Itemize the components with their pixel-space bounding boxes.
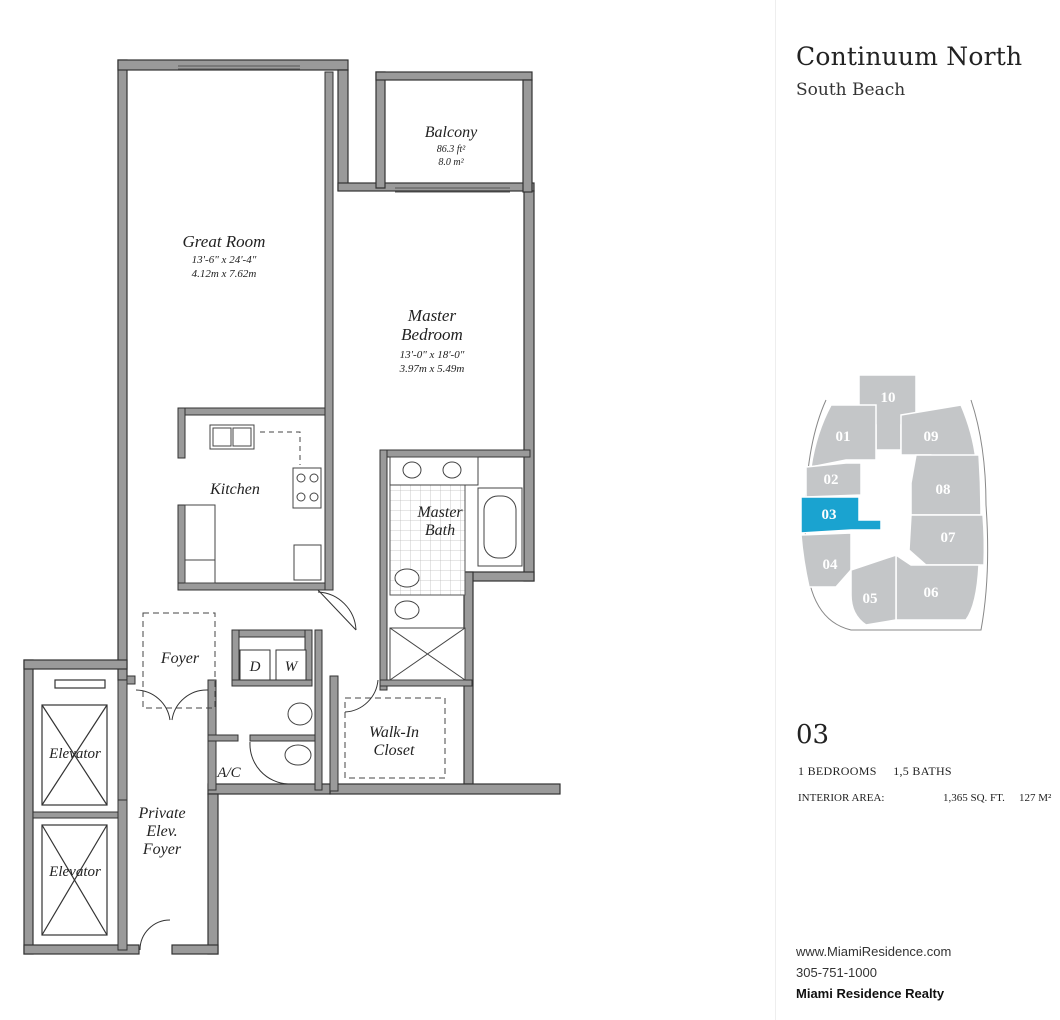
unit-03-selected[interactable]	[800, 496, 882, 534]
unit-06[interactable]	[895, 553, 980, 621]
unit-label-07: 07	[941, 530, 957, 546]
unit-09[interactable]	[900, 404, 977, 461]
foyer-name: Foyer	[160, 650, 200, 667]
washer-dryer	[239, 649, 307, 681]
balcony-dim-m: 8.0 m²	[438, 157, 464, 168]
elevator-shafts	[41, 679, 108, 936]
unit-01[interactable]	[810, 404, 877, 468]
unit-label-10: 10	[881, 390, 896, 406]
balcony-dim-ft: 86.3 ft²	[437, 144, 467, 155]
unit-label-04: 04	[823, 557, 839, 573]
info-panel: Continuum North South Beach 10 01 09 02 …	[775, 0, 1060, 1020]
master-bedroom-name-2: Bedroom	[401, 325, 463, 344]
building-name: Continuum North	[796, 42, 1023, 71]
interior-walls	[32, 71, 531, 951]
private-foyer-name-3: Foyer	[142, 841, 182, 858]
interior-area-label: INTERIOR AREA:	[798, 792, 885, 804]
interior-area-sqm: 127 M²	[1019, 792, 1052, 804]
bath-fixtures	[284, 456, 523, 766]
balcony-name: Balcony	[425, 124, 478, 141]
unit-02[interactable]	[805, 462, 862, 498]
unit-label-01: 01	[836, 429, 851, 445]
outer-walls	[23, 59, 561, 955]
interior-area-sqft: 1,365 SQ. FT.	[943, 792, 1005, 804]
master-bath-name-1: Master	[416, 504, 463, 521]
unit-label-06: 06	[924, 585, 940, 601]
private-foyer-name-1: Private	[137, 805, 185, 822]
unit-stats: 1 BEDROOMS 1,5 BATHS	[798, 764, 952, 779]
unit-label-09: 09	[924, 429, 939, 445]
kitchen-name: Kitchen	[209, 481, 260, 498]
ac-label: A/C	[216, 765, 241, 781]
master-bedroom-name-1: Master	[407, 306, 457, 325]
walk-in-closet-name-1: Walk-In	[369, 724, 419, 741]
building-location: South Beach	[796, 80, 906, 100]
unit-number: 03	[796, 720, 830, 750]
master-bedroom-dim-m: 3.97m x 5.49m	[399, 363, 465, 375]
company-name: Miami Residence Realty	[796, 986, 945, 1001]
website-link[interactable]: www.MiamiResidence.com	[796, 944, 952, 959]
door-swings	[135, 589, 379, 951]
unit-label-08: 08	[936, 482, 951, 498]
key-plan: 10 01 09 02 08 03 07 04 06 05	[800, 374, 989, 631]
private-foyer-name-2: Elev.	[145, 823, 177, 840]
great-room-dim-ft: 13'-6" x 24'-4"	[192, 254, 257, 266]
unit-label-03: 03	[822, 507, 837, 523]
baths-count: 1,5 BATHS	[893, 764, 952, 778]
unit-label-05: 05	[863, 591, 878, 607]
unit-label-02: 02	[824, 472, 839, 488]
master-bedroom-dim-ft: 13'-0" x 18'-0"	[400, 349, 465, 361]
phone-number[interactable]: 305-751-1000	[796, 965, 877, 980]
kitchen-fixtures	[184, 424, 322, 584]
bedrooms-count: 1 BEDROOMS	[798, 764, 877, 778]
master-bath-name-2: Bath	[425, 522, 455, 539]
contact-block: www.MiamiResidence.com 305-751-1000 Miam…	[796, 941, 951, 1004]
windows	[178, 65, 510, 193]
unit-04[interactable]	[800, 532, 852, 588]
floor-plan: Balcony 86.3 ft² 8.0 m² Great Room 13'-6…	[23, 59, 561, 955]
unit-05[interactable]	[850, 553, 897, 626]
dashed-areas	[142, 612, 446, 779]
washer-label: W	[285, 659, 299, 675]
elevator-2-label: Elevator	[48, 864, 101, 880]
walk-in-closet-name-2: Closet	[374, 742, 415, 759]
great-room-dim-m: 4.12m x 7.62m	[192, 268, 257, 280]
interior-area: INTERIOR AREA: 1,365 SQ. FT. 127 M²	[798, 792, 1060, 804]
dryer-label: D	[249, 659, 261, 675]
elevator-1-label: Elevator	[48, 746, 101, 762]
great-room-name: Great Room	[183, 232, 266, 251]
